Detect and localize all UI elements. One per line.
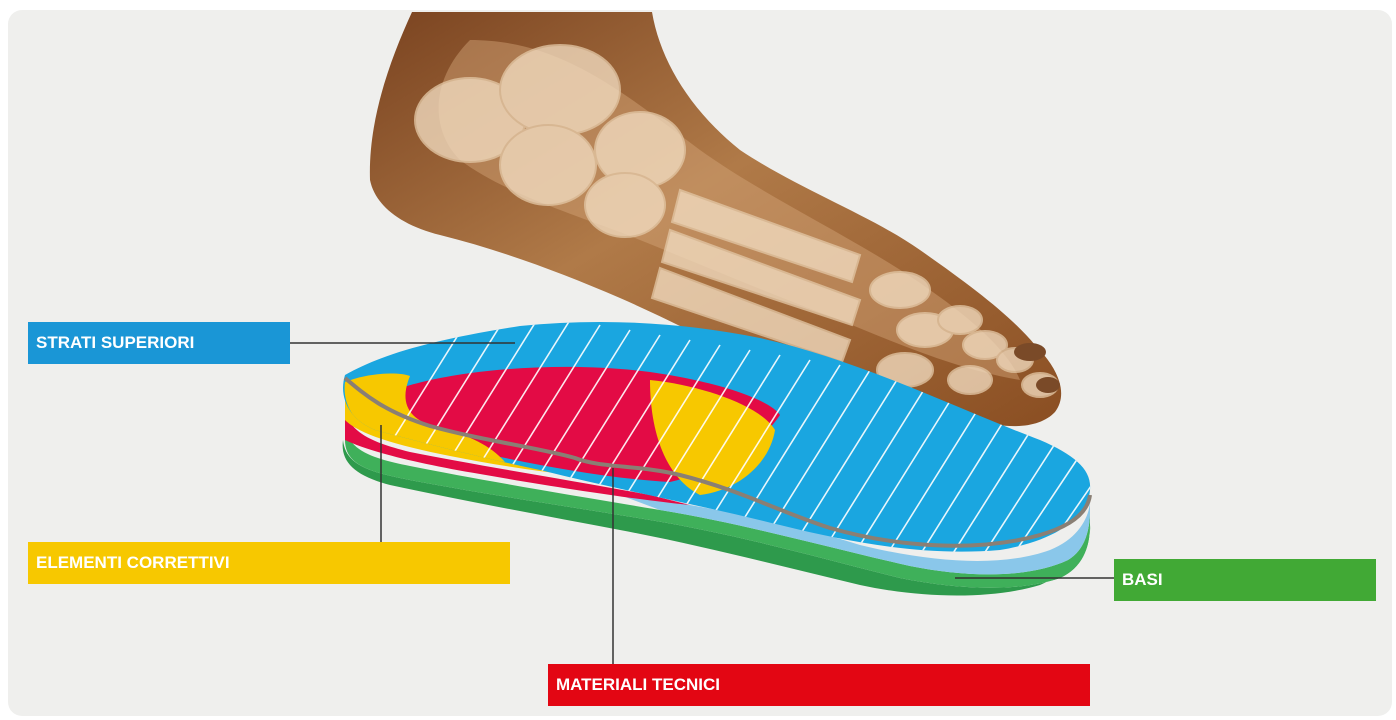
label-elementi-correttivi: ELEMENTI CORRETTIVI (28, 542, 510, 584)
label-basi: BASI (1114, 559, 1376, 601)
label-materiali-tecnici: MATERIALI TECNICI (548, 664, 1090, 706)
label-strati-superiori: STRATI SUPERIORI (28, 322, 290, 364)
